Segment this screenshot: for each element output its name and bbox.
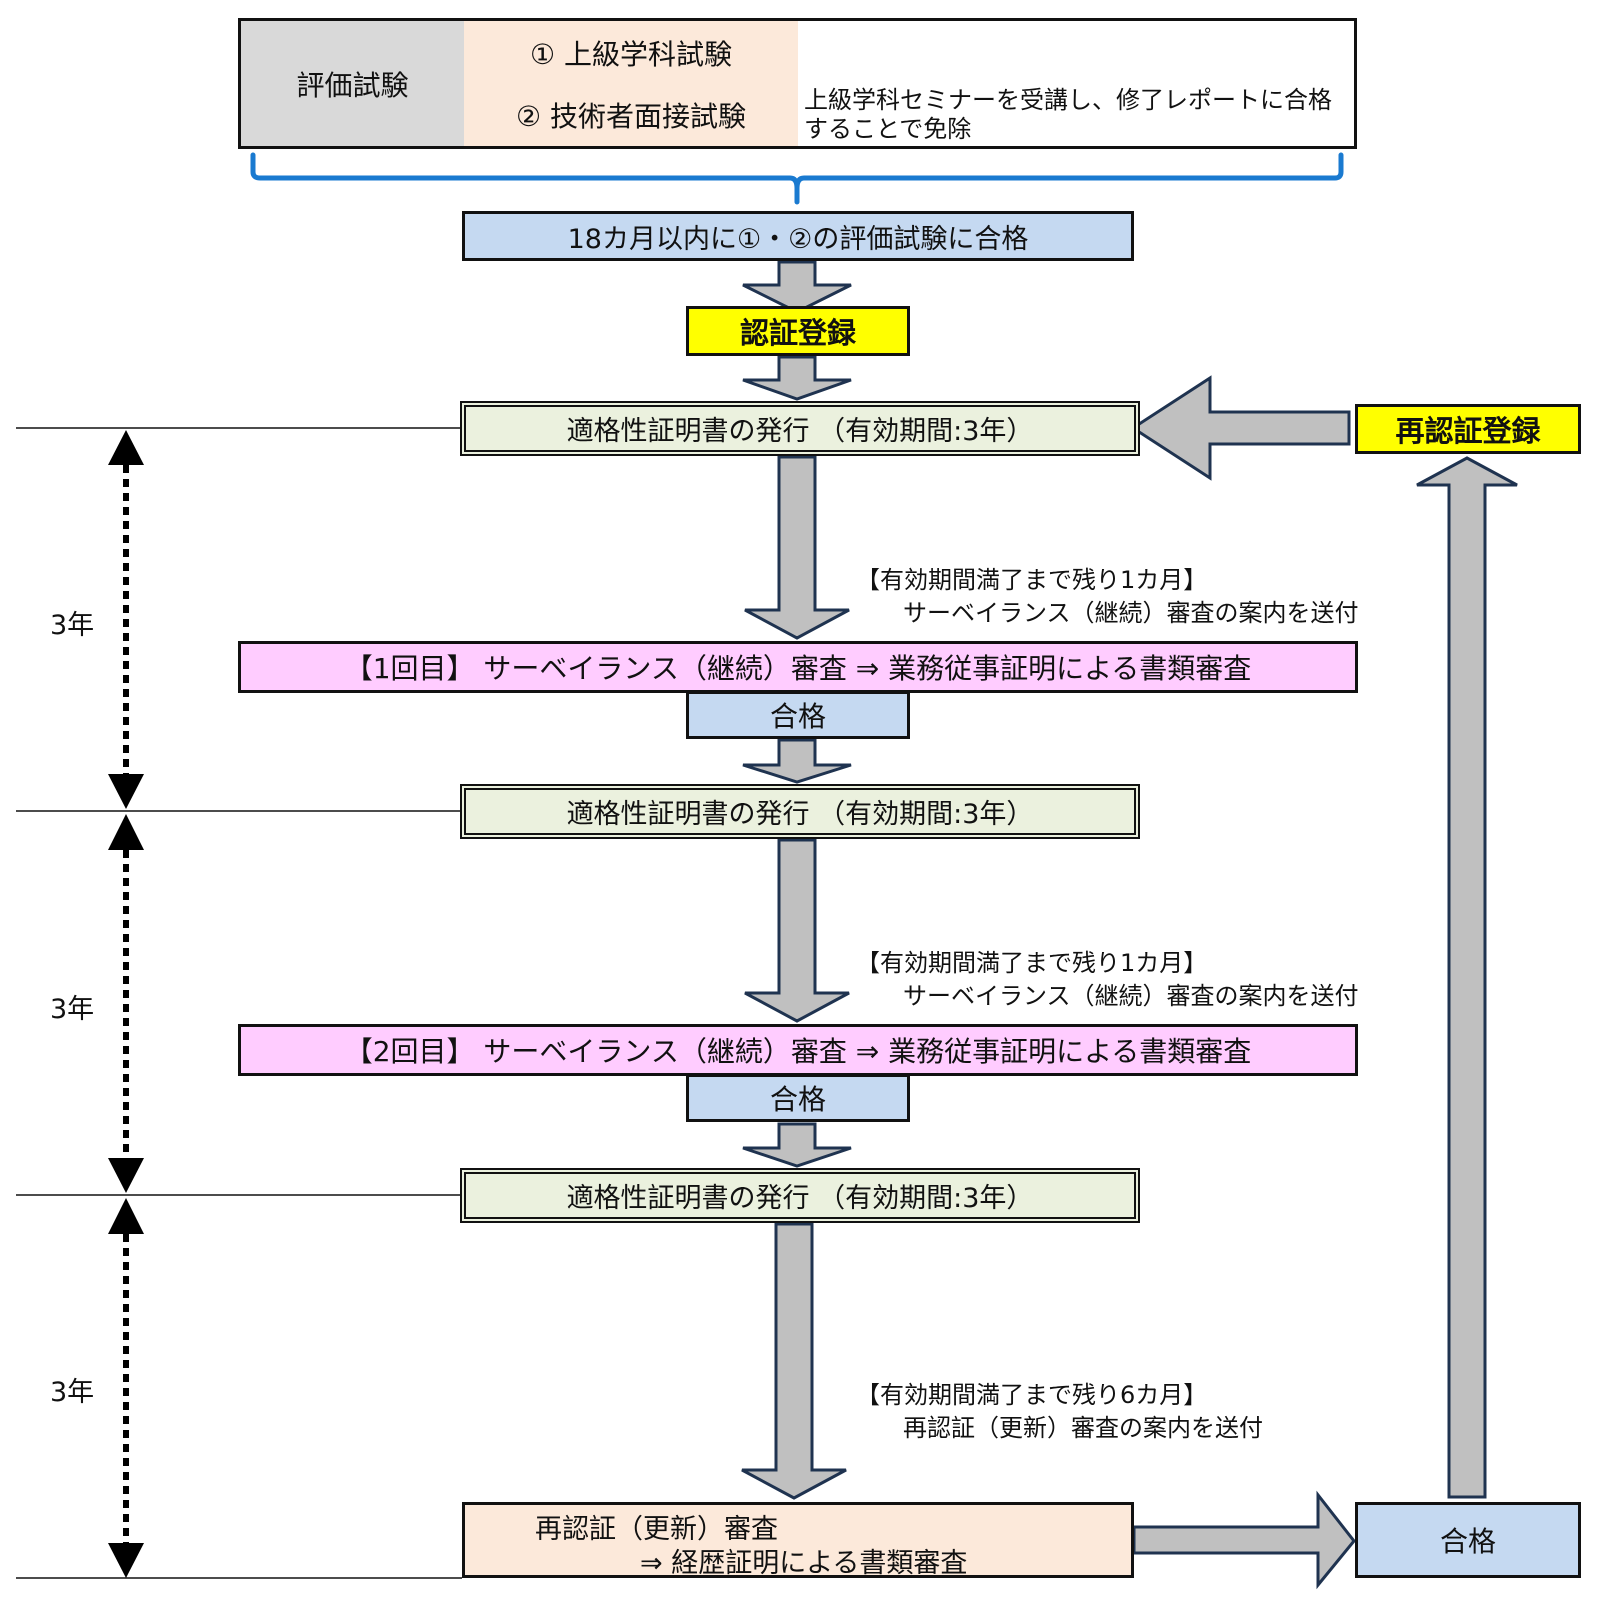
down-arrow-icon (742, 738, 852, 784)
certificate-issue-box: 適格性証明書の発行 （有効期間:3年） (460, 784, 1140, 839)
down-arrow-icon (744, 838, 850, 1023)
surveillance-box-2: 【2回目】 サーベイランス（継続）審査 ⇒ 業務従事証明による書類審査 (238, 1024, 1358, 1076)
down-arrow-icon (741, 1222, 847, 1500)
down-arrow-icon (742, 355, 852, 401)
pass-box: 合格 (686, 691, 910, 739)
up-arrow-icon (1416, 456, 1518, 1499)
renewal-line1: 再認証（更新）審査 (535, 1514, 778, 1545)
down-arrow-icon (742, 260, 852, 314)
period-arrow-3 (108, 1198, 144, 1578)
pass-within-box: 18カ月以内に①・②の評価試験に合格 (462, 211, 1134, 261)
registration-box: 認証登録 (686, 306, 910, 356)
notice-title: 【有効期間満了まで残り1カ月】 (856, 949, 1208, 977)
period-arrow-1 (108, 430, 144, 809)
exam-header-cell: 評価試験 (238, 18, 466, 149)
period-label: 3年 (50, 610, 95, 641)
certificate-issue-box: 適格性証明書の発行 （有効期間:3年） (460, 401, 1140, 456)
exam-row2-note: 上級学科セミナーを受講し、修了レポートに合格することで免除 (798, 84, 1357, 149)
surveillance-box-1: 【1回目】 サーベイランス（継続）審査 ⇒ 業務従事証明による書類審査 (238, 641, 1358, 693)
notice-body: サーベイランス（継続）審査の案内を送付 (903, 599, 1359, 627)
down-arrow-icon (744, 455, 850, 640)
pass-box: 合格 (686, 1074, 910, 1122)
renewal-box: 再認証（更新）審査 ⇒ 経歴証明による書類審査 (462, 1502, 1134, 1579)
bracket-icon (250, 152, 1344, 205)
recert-registration-box: 再認証登録 (1355, 404, 1581, 454)
final-pass-box: 合格 (1355, 1502, 1581, 1578)
notice-title: 【有効期間満了まで残り1カ月】 (856, 566, 1208, 594)
exam-row2-cell: ② 技術者面接試験 (464, 84, 800, 149)
notice-body: サーベイランス（継続）審査の案内を送付 (903, 982, 1359, 1010)
notice-body: 再認証（更新）審査の案内を送付 (903, 1414, 1263, 1442)
period-label: 3年 (50, 994, 95, 1025)
right-arrow-icon (1132, 1490, 1356, 1590)
exam-row1-cell: ① 上級学科試験 (464, 18, 800, 85)
renewal-line2: ⇒ 経歴証明による書類審査 (640, 1548, 968, 1579)
exam-row1-note (798, 18, 1357, 85)
certificate-issue-box: 適格性証明書の発行 （有効期間:3年） (460, 1168, 1140, 1223)
notice-title: 【有効期間満了まで残り6カ月】 (856, 1381, 1208, 1409)
period-label: 3年 (50, 1377, 95, 1408)
period-arrow-2 (108, 814, 144, 1193)
down-arrow-icon (742, 1122, 852, 1168)
left-arrow-icon (1130, 375, 1351, 481)
